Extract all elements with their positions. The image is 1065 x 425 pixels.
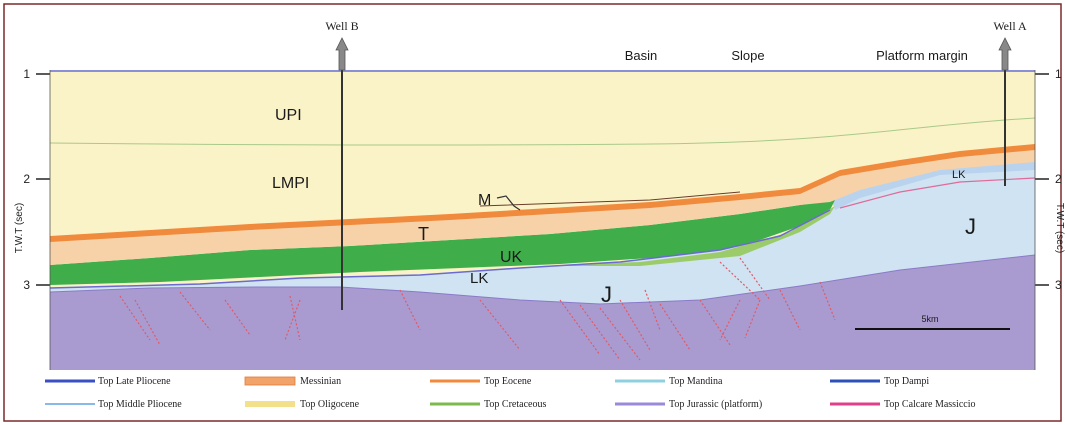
unit-label-t: T	[418, 224, 429, 244]
top-jurassic-horizon	[49, 209, 831, 289]
legend-label-top-middle-pliocene: Top Middle Pliocene	[98, 399, 182, 410]
legend-label-messinian: Messinian	[300, 376, 341, 387]
platform-margin-label: Platform margin	[876, 48, 968, 63]
y-tick-label: 1	[1055, 67, 1062, 81]
basement-unit	[50, 255, 1035, 370]
legend: Top Late Pliocene Top Middle Pliocene Me…	[45, 376, 976, 410]
well-a-label: Well A	[993, 19, 1027, 33]
jurassic-unit	[50, 162, 1035, 304]
y-tick-label: 3	[1055, 278, 1062, 292]
unit-label-upi: UPI	[275, 107, 302, 124]
well-b-label: Well B	[325, 19, 358, 33]
y-axis-label-left: T.W.T (sec)	[14, 203, 25, 253]
cretaceous-unit	[50, 200, 835, 285]
messinian-horizon	[479, 191, 741, 207]
platform-jurassic-band	[830, 160, 1035, 210]
legend-swatch-messinian	[244, 376, 296, 386]
y-tick-label: 2	[23, 172, 30, 186]
platform-jurassic-horizon	[49, 254, 1036, 305]
legend-label-top-mandina: Top Mandina	[669, 376, 723, 387]
unit-label-uk: UK	[500, 249, 523, 266]
well-b-arrow-icon	[335, 37, 349, 71]
eocene-horizon-band	[50, 144, 1035, 242]
legend-label-top-dampi: Top Dampi	[884, 376, 929, 387]
y-tick-label: 2	[1055, 172, 1062, 186]
slope-label: Slope	[731, 48, 764, 63]
oligocene-unit	[50, 146, 1035, 265]
legend-label-top-eocene: Top Eocene	[484, 376, 532, 387]
top-calcare-massiccio-horizon	[839, 177, 1036, 209]
unit-label-m: M	[478, 192, 491, 209]
legend-label-top-oligocene: Top Oligocene	[300, 399, 360, 410]
legend-label-top-late-pliocene: Top Late Pliocene	[98, 376, 171, 387]
fault-lines	[119, 257, 836, 361]
unit-label-lk-basin: LK	[470, 270, 488, 287]
cretaceous-slope-wedge	[540, 206, 835, 266]
top-middle-pliocene-horizon	[49, 117, 1036, 146]
axis-ticks	[36, 73, 1049, 286]
legend-label-top-cretaceous: Top Cretaceous	[484, 399, 546, 410]
y-tick-label: 3	[23, 278, 30, 292]
scale-bar-label: 5km	[921, 314, 938, 324]
unit-label-lk-platform: LK	[952, 169, 966, 181]
messinian-pointer	[496, 195, 521, 211]
y-tick-label: 1	[23, 67, 30, 81]
unit-label-j-basin: J	[601, 282, 612, 307]
legend-label-top-jurassic-platform: Top Jurassic (platform)	[669, 399, 762, 410]
legend-label-top-calcare-massiccio: Top Calcare Massiccio	[884, 399, 976, 410]
unit-label-lmpi: LMPI	[272, 175, 309, 192]
y-axis-label-right: T.W.T (sec)	[1054, 203, 1065, 253]
basin-label: Basin	[625, 48, 658, 63]
unit-label-j-platform: J	[965, 214, 976, 239]
legend-swatch-top-oligocene	[245, 401, 295, 407]
well-a-arrow-icon	[998, 37, 1012, 71]
